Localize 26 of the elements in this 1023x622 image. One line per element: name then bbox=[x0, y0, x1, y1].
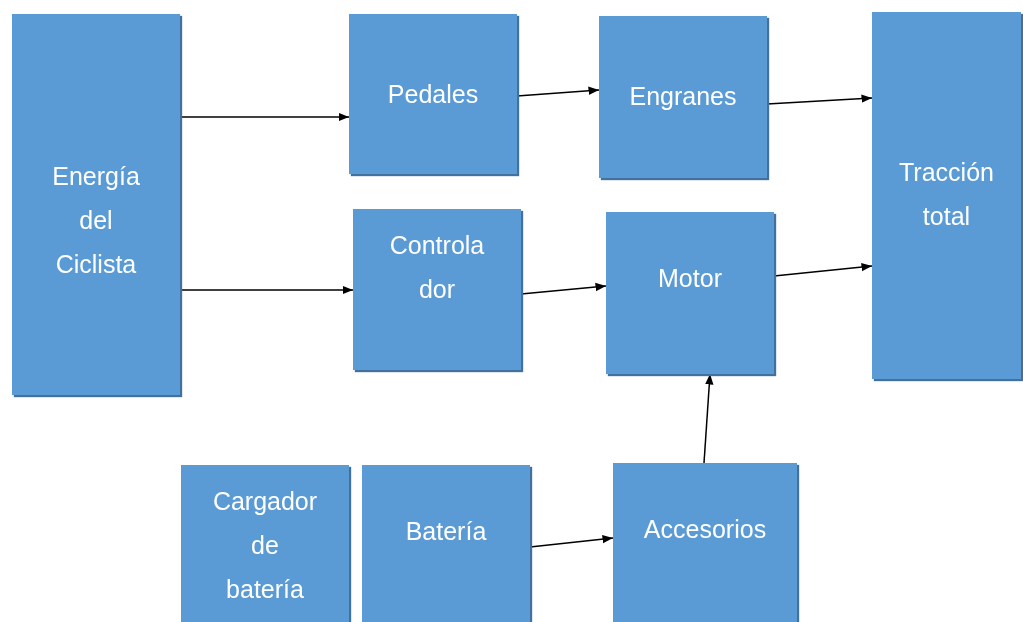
arrow bbox=[179, 285, 354, 295]
process-box bbox=[181, 465, 349, 622]
box-label: Cargador de batería bbox=[211, 486, 319, 605]
arrow bbox=[703, 373, 714, 464]
process-box bbox=[362, 465, 530, 622]
process-box bbox=[349, 14, 517, 174]
box-label: Energía del Ciclista bbox=[51, 161, 141, 280]
box-label: Batería bbox=[404, 516, 488, 547]
box-label: Engranes bbox=[628, 81, 738, 112]
box-label: Controla dor bbox=[388, 230, 486, 305]
box-label: Accesorios bbox=[642, 514, 768, 545]
box-label: Tracción total bbox=[898, 157, 995, 232]
process-box bbox=[613, 463, 797, 622]
arrow bbox=[529, 534, 614, 548]
process-box bbox=[606, 212, 774, 374]
arrow bbox=[179, 112, 350, 122]
process-box bbox=[12, 14, 180, 395]
arrow bbox=[520, 282, 607, 295]
process-box bbox=[599, 16, 767, 178]
box-label: Motor bbox=[657, 263, 723, 294]
arrow bbox=[766, 94, 873, 105]
arrow bbox=[516, 86, 600, 97]
process-box bbox=[872, 12, 1021, 379]
process-box bbox=[353, 209, 521, 370]
arrow bbox=[773, 262, 873, 277]
box-label: Pedales bbox=[386, 79, 480, 110]
